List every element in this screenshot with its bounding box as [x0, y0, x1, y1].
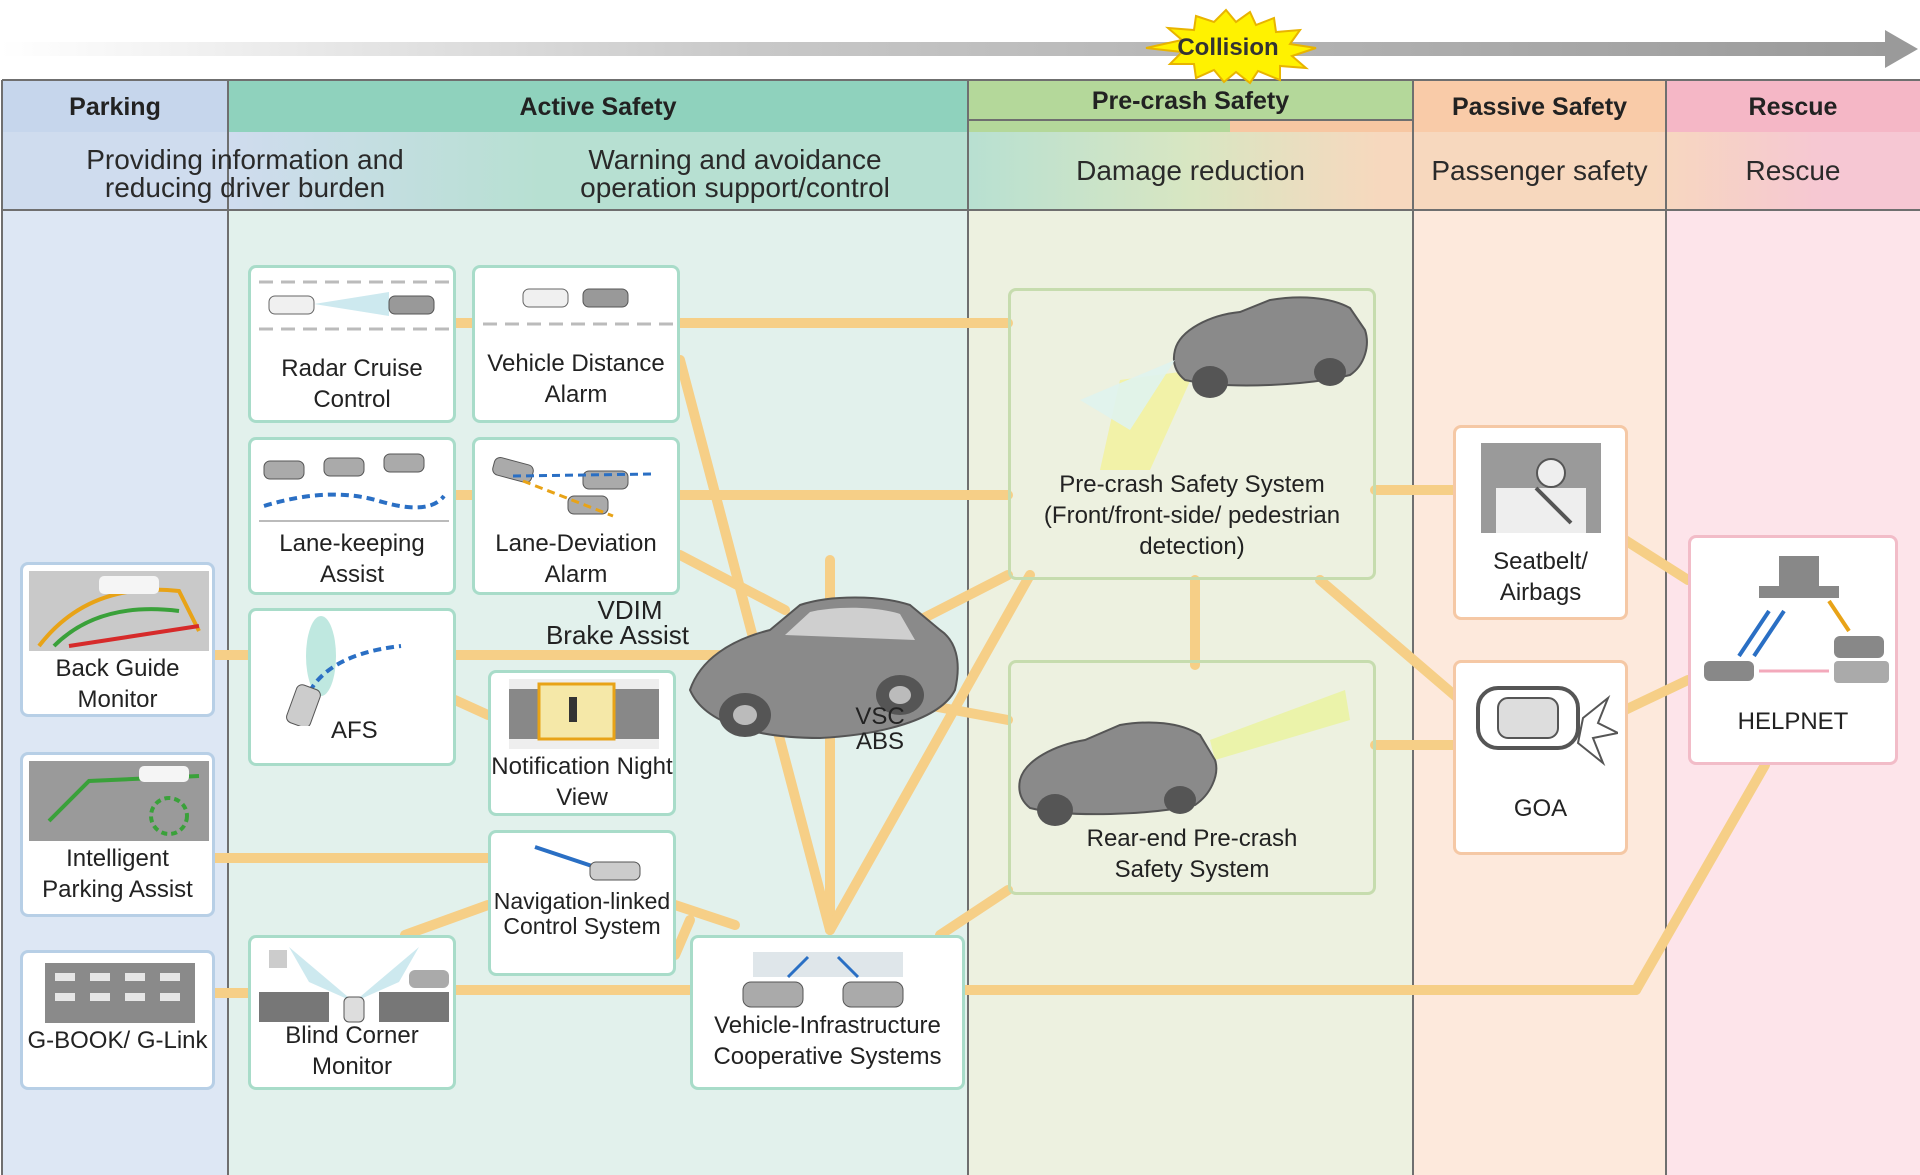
lane-deviation-label: Lane-Deviation Alarm	[495, 530, 657, 589]
helpnet-icon	[1704, 556, 1889, 683]
rearend-car-icon	[1018, 690, 1350, 826]
header-active-bg	[228, 80, 968, 132]
back-guide-monitor-icon	[29, 571, 209, 651]
central-car-icon	[688, 596, 959, 740]
back-guide-monitor-box: Back Guide Monitor	[20, 562, 215, 717]
radar-cruise-box: Radar Cruise Control	[248, 265, 456, 423]
parking-assist-icon	[29, 761, 209, 841]
phase-subtitle-passive: Passenger safety	[1431, 155, 1648, 186]
blind-corner-icon	[259, 947, 449, 1023]
header-parking-bg	[2, 80, 228, 132]
vics-box: Vehicle-Infrastructure Cooperative Syste…	[690, 935, 965, 1090]
precrash-car-icon	[1080, 296, 1368, 470]
phase-title-parking: Parking	[69, 93, 161, 121]
night-view-icon	[509, 679, 659, 749]
goa-box: GOA	[1453, 660, 1628, 855]
collision-burst-icon	[1145, 8, 1317, 85]
back-guide-monitor-label: Back Guide Monitor	[55, 655, 180, 714]
phase-subtitle-rescue: Rescue	[1745, 155, 1841, 186]
connector-lines	[210, 318, 1770, 998]
helpnet-box: HELPNET	[1688, 535, 1898, 765]
vics-icon	[742, 952, 904, 1008]
seatbelt-box: Seatbelt/ Airbags	[1453, 425, 1628, 620]
abs-label: ABS	[855, 728, 905, 755]
phase-subtitle-parking: Providing information and reducing drive…	[86, 144, 404, 203]
seatbelt-icon	[1481, 443, 1601, 533]
goa-icon	[1476, 686, 1622, 767]
intelligent-parking-assist-label: Intelligent Parking Assist	[42, 845, 193, 904]
timeline-arrow	[0, 30, 1918, 68]
seatbelt-label: Seatbelt/ Airbags	[1493, 548, 1588, 607]
gbook-label: G-BOOK/ G-Link	[27, 1027, 208, 1054]
vdim-label: VDIM	[597, 595, 663, 625]
collision-label: Collision	[1177, 34, 1279, 61]
phase-title-precrash: Pre-crash Safety	[1091, 87, 1290, 115]
radar-cruise-icon	[259, 280, 449, 331]
brake-assist-label: Brake Assist	[545, 620, 690, 650]
subtitle-row-bg	[2, 132, 1920, 210]
vehicle-distance-alarm-label: Vehicle Distance Alarm	[487, 350, 665, 409]
vics-label: Vehicle-Infrastructure Cooperative Syste…	[713, 1012, 942, 1071]
afs-box: AFS	[248, 608, 456, 766]
navigation-linked-label: Navigation-linked Control System	[493, 888, 671, 940]
lane-deviation-box: Lane-Deviation Alarm	[472, 437, 680, 595]
rearend-precrash-box: Rear-end Pre-crash Safety System	[1008, 660, 1376, 895]
lane-keeping-label: Lane-keeping Assist	[279, 530, 425, 589]
gbook-box: G-BOOK/ G-Link	[20, 950, 215, 1090]
rearend-precrash-label: Rear-end Pre-crash Safety System	[1086, 825, 1298, 884]
header-passive-bg	[1413, 80, 1666, 132]
phase-subtitle-active: Warning and avoidance operation support/…	[580, 144, 890, 203]
vsc-label: VSC	[855, 703, 905, 730]
phase-title-active: Active Safety	[519, 93, 677, 121]
radar-cruise-label: Radar Cruise Control	[281, 355, 423, 414]
blind-corner-box: Blind Corner Monitor	[248, 935, 456, 1090]
navigation-linked-icon	[534, 845, 641, 881]
phase-subtitle-precrash: Damage reduction	[1076, 155, 1305, 186]
night-view-box: Notification Night View	[488, 670, 676, 816]
afs-label: AFS	[331, 717, 378, 744]
gbook-icon	[45, 963, 195, 1023]
goa-label: GOA	[1513, 795, 1568, 822]
vehicle-distance-alarm-box: Vehicle Distance Alarm	[472, 265, 680, 423]
afs-icon	[286, 616, 402, 729]
intelligent-parking-assist-box: Intelligent Parking Assist	[20, 752, 215, 917]
precrash-system-label: Pre-crash Safety System (Front/front-sid…	[1043, 471, 1341, 561]
helpnet-label: HELPNET	[1737, 708, 1849, 735]
blind-corner-label: Blind Corner Monitor	[285, 1022, 419, 1081]
night-view-label: Notification Night View	[491, 753, 673, 812]
lane-keeping-icon	[259, 453, 449, 522]
lane-deviation-icon	[492, 456, 654, 518]
lane-keeping-box: Lane-keeping Assist	[248, 437, 456, 595]
header-rescue-bg	[1666, 80, 1920, 132]
phase-title-rescue: Rescue	[1748, 93, 1838, 121]
navigation-linked-box: Navigation-linked Control System	[488, 830, 676, 976]
precrash-system-box: Pre-crash Safety System (Front/front-sid…	[1008, 288, 1376, 580]
phase-title-passive: Passive Safety	[1451, 93, 1628, 121]
vehicle-distance-icon	[483, 288, 673, 326]
